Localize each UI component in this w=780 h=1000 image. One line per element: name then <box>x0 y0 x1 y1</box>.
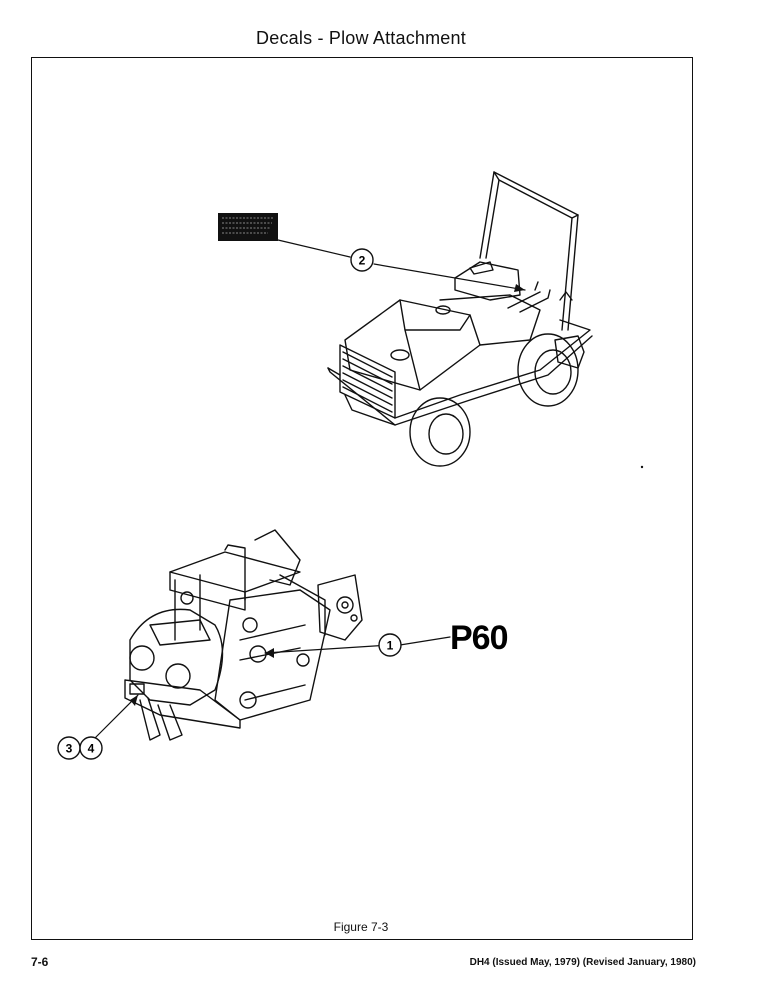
figure-frame <box>31 57 693 940</box>
callout-2 <box>350 248 374 272</box>
arrowheads <box>130 284 525 706</box>
callout-1-label: 1 <box>387 639 394 653</box>
plow-drawing <box>124 529 363 741</box>
callout-4 <box>79 736 103 760</box>
callout-circles <box>57 248 402 760</box>
tractor-drawing <box>327 171 593 467</box>
leader-lines <box>92 239 526 741</box>
decal-p60-text: P60 <box>450 619 508 657</box>
document-revision-info: DH4 (Issued May, 1979) (Revised January,… <box>469 957 696 968</box>
callout-4-label: 4 <box>88 742 95 756</box>
callout-1 <box>378 633 402 657</box>
callout-2-label: 2 <box>359 254 366 268</box>
decal-label-image <box>218 213 278 241</box>
figure-caption: Figure 7-3 <box>333 920 389 934</box>
page-number: 7-6 <box>31 955 49 969</box>
callout-3-label: 3 <box>66 742 73 756</box>
page-title: Decals - Plow Attachment <box>256 28 466 48</box>
